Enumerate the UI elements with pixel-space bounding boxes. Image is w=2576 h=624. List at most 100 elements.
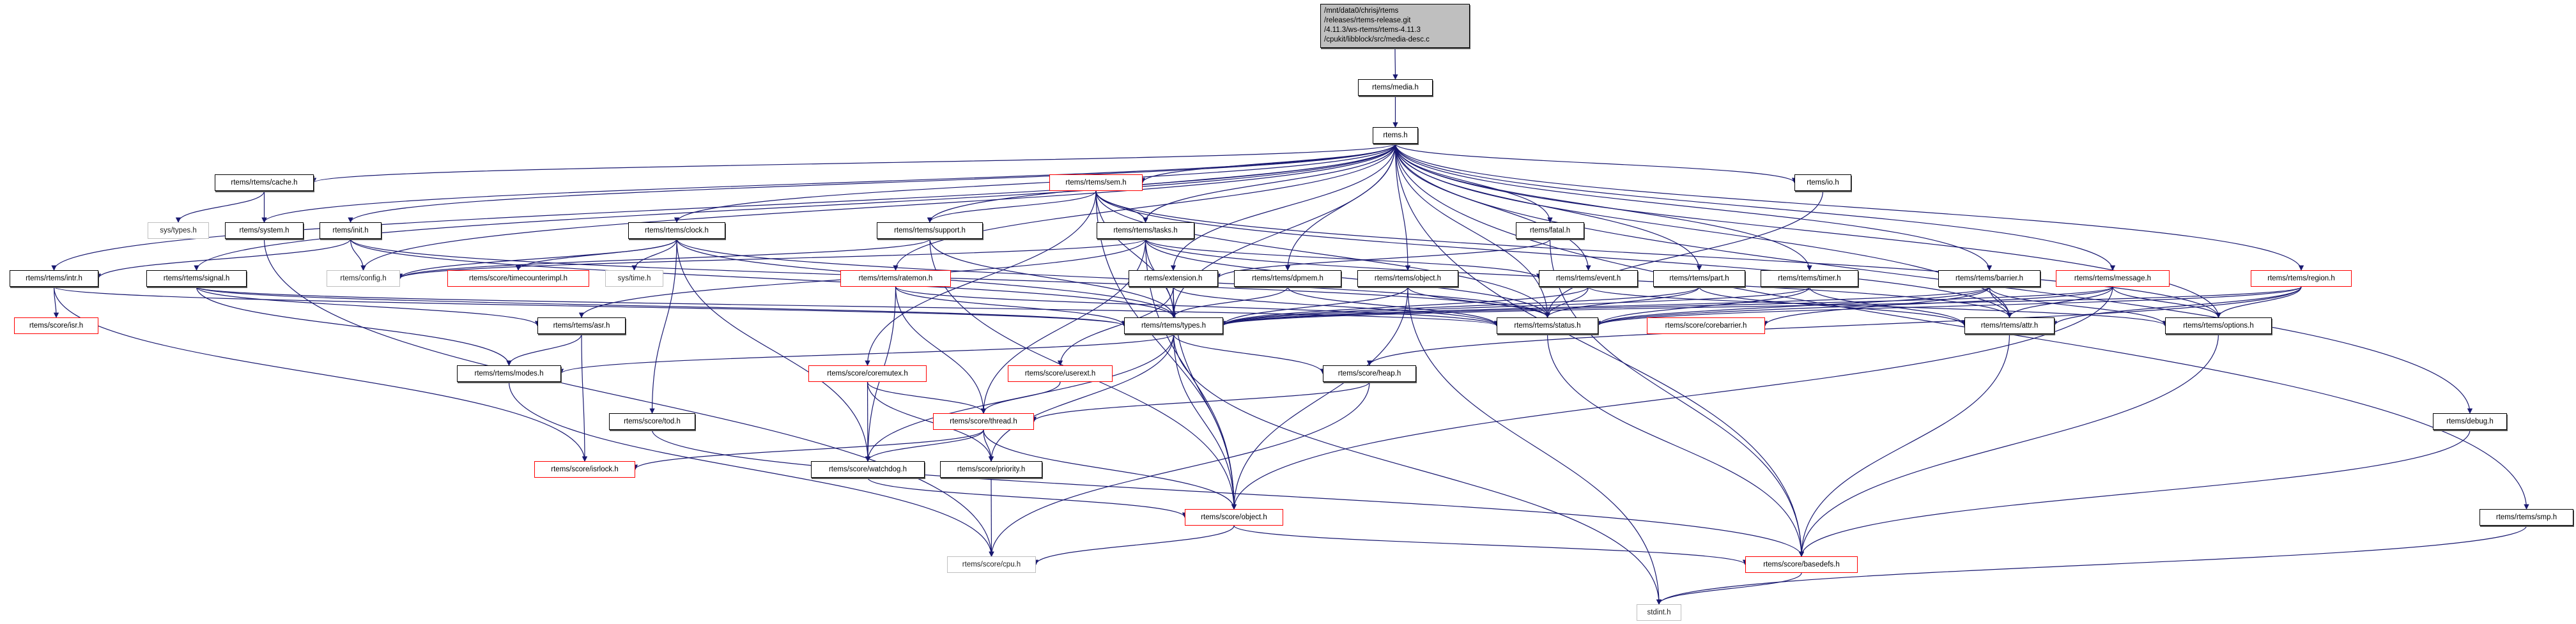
node-userext-h[interactable]: rtems/score/userext.h [1008,365,1113,382]
include-edge [397,238,1146,279]
node-asr-h[interactable]: rtems/rtems/asr.h [537,317,626,334]
include-edge [1394,143,2304,271]
include-edge [1595,286,1810,326]
include-edge [1145,238,1550,318]
include-edge [1145,238,1542,279]
node-rtems-h[interactable]: rtems.h [1373,127,1418,144]
include-edge [1595,286,1990,326]
node-watchdog-h[interactable]: rtems/score/watchdog.h [811,461,925,478]
include-edge [1139,143,1396,183]
include-edge [1366,286,2302,366]
node-cache-h[interactable]: rtems/rtems/cache.h [215,174,314,191]
include-edge [631,238,677,271]
include-edge [1233,525,1748,565]
node-object-h[interactable]: rtems/rtems/object.h [1357,270,1458,287]
include-edge [1220,286,1408,326]
node-priority-h[interactable]: rtems/score/priority.h [940,461,1042,478]
node-heap-h[interactable]: rtems/score/heap.h [1323,365,1416,382]
include-edge [1394,143,2473,414]
include-edge [1231,286,2113,510]
include-edge [1699,286,1968,326]
include-edge [196,286,512,366]
include-edge [1394,143,1411,271]
include-edge [989,381,1370,557]
node-tod-h[interactable]: rtems/score/tod.h [609,413,695,430]
node-status-h[interactable]: rtems/rtems/status.h [1497,317,1598,334]
node-event-h[interactable]: rtems/rtems/event.h [1539,270,1638,287]
node-init-h[interactable]: rtems/init.h [320,222,382,239]
include-edge [1173,286,1500,326]
node-modes-h[interactable]: rtems/rtems/modes.h [457,365,561,382]
include-edge [895,286,987,414]
include-edge [1221,286,2113,326]
node-intr-h[interactable]: rtems/rtems/intr.h [10,270,98,287]
include-edge [1392,47,1398,80]
node-coremutex-h[interactable]: rtems/score/coremutex.h [808,365,927,382]
include-edge [1394,143,1798,183]
include-edge [1173,333,1326,374]
node-region-h[interactable]: rtems/rtems/region.h [2251,270,2352,287]
include-edge [988,333,1175,462]
include-edge [1545,190,1824,318]
include-edge [508,381,994,557]
include-edge [983,429,1237,510]
node-debug-h[interactable]: rtems/debug.h [2433,413,2507,430]
include-edge [559,333,1175,374]
include-edge [2112,286,2221,318]
node-timecounterimpl-h[interactable]: rtems/score/timecounterimpl.h [447,270,589,287]
node-ratemon-h[interactable]: rtems/rtems/ratemon.h [840,270,951,287]
include-edge [1287,286,1500,326]
include-edge [674,143,1396,223]
node-attr-h[interactable]: rtems/rtems/attr.h [1964,317,2055,334]
include-edge [1143,143,1396,223]
node-basedefs-h[interactable]: rtems/score/basedefs.h [1745,556,1858,573]
include-edge [360,143,1396,271]
node-object-h[interactable]: rtems/score/object.h [1185,509,1283,526]
node-media-h[interactable]: rtems/media.h [1358,79,1433,96]
node-clock-h[interactable]: rtems/rtems/clock.h [628,222,725,239]
node-corebarrier-h[interactable]: rtems/score/corebarrier.h [1647,317,1765,334]
node-message-h[interactable]: rtems/rtems/message.h [2056,270,2170,287]
node-part-h[interactable]: rtems/rtems/part.h [1653,270,1745,287]
node-timer-h[interactable]: rtems/rtems/timer.h [1761,270,1858,287]
node-isr-h[interactable]: rtems/score/isr.h [14,317,98,334]
include-edge [1031,381,1370,422]
include-edge [1095,190,2221,318]
include-edge [867,381,987,414]
include-edge [1095,190,1550,318]
node-types-h[interactable]: rtems/rtems/types.h [1124,317,1223,334]
node-sem-h[interactable]: rtems/rtems/sem.h [1049,174,1143,191]
include-edge [1546,333,1805,557]
node-stdint-h: stdint.h [1637,604,1681,621]
include-edge [983,429,994,462]
node-tasks-h[interactable]: rtems/rtems/tasks.h [1097,222,1194,239]
include-edge [895,286,1127,326]
include-edge [1394,143,2012,318]
node-extension-h[interactable]: rtems/extension.h [1129,270,1218,287]
include-edge [1809,286,1968,326]
node-fatal-h[interactable]: rtems/fatal.h [1516,222,1584,239]
node-smp-h[interactable]: rtems/rtems/smp.h [2480,509,2573,526]
node-options-h[interactable]: rtems/rtems/options.h [2165,317,2272,334]
node-barrier-h[interactable]: rtems/rtems/barrier.h [1938,270,2040,287]
include-edge [348,143,1396,223]
include-edge [865,190,1097,366]
node-system-h[interactable]: rtems/system.h [225,222,304,239]
node-isrlock-h[interactable]: rtems/score/isrlock.h [534,461,635,478]
include-edge [1221,286,1810,326]
node-support-h[interactable]: rtems/rtems/support.h [877,222,983,239]
include-edge [1221,286,1990,326]
include-edge [1394,143,1553,223]
node-signal-h[interactable]: rtems/rtems/signal.h [146,270,247,287]
include-edge [1656,525,2527,605]
include-edge [1171,286,1288,318]
node-thread-h[interactable]: rtems/score/thread.h [933,413,1034,430]
node-dpmem-h[interactable]: rtems/rtems/dpmem.h [1234,270,1341,287]
include-edge [1033,525,1235,565]
include-edge [2216,286,2302,318]
node-cpu-h: rtems/score/cpu.h [947,556,1036,573]
node-io-h[interactable]: rtems/io.h [1794,174,1851,191]
include-edge [51,143,1396,271]
include-edge [1171,143,1396,318]
